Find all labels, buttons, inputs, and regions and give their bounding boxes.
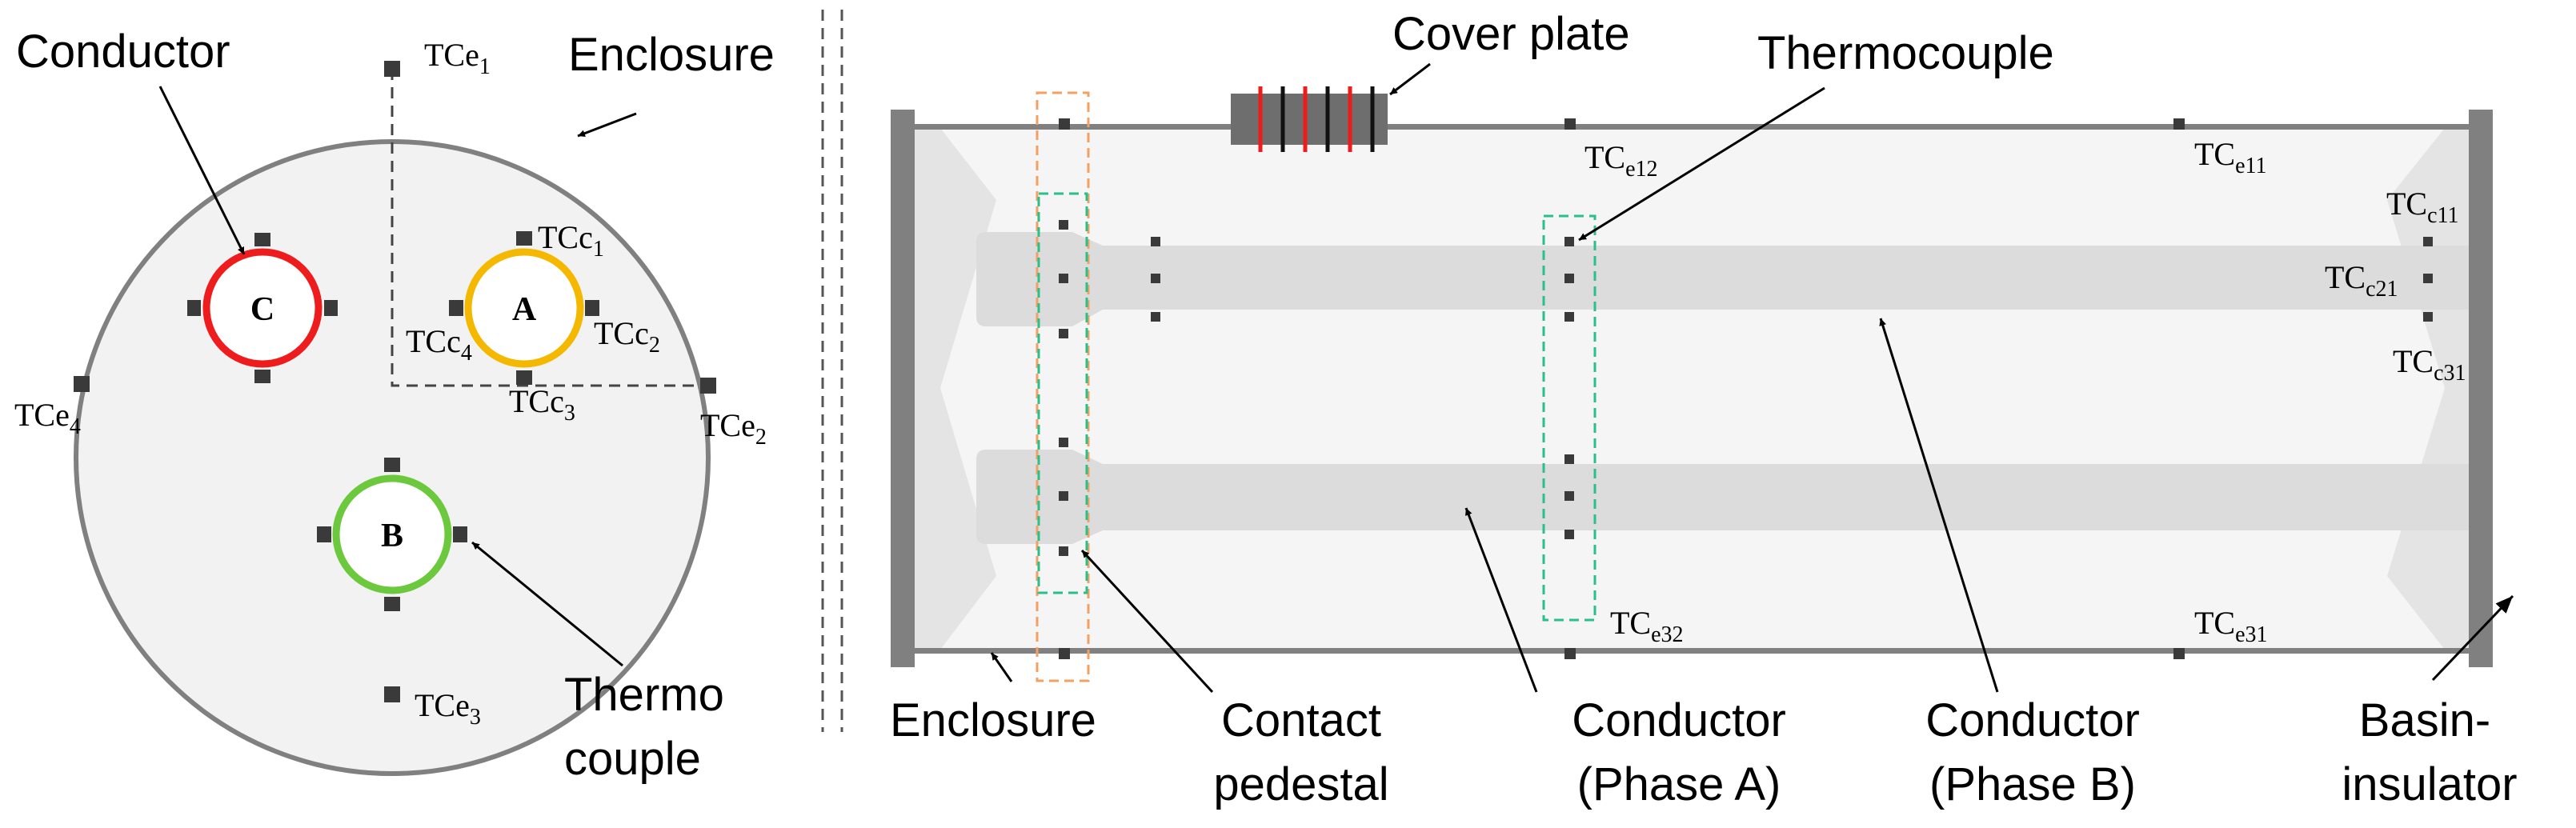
- cross-section-view: C A B Conductor Enclosure Thermo coupl: [14, 26, 775, 785]
- tce3-label: TCe3: [415, 687, 481, 730]
- cover-plate: [1231, 86, 1388, 152]
- phase-a-conductor: A: [449, 231, 599, 385]
- sensor-tcc3: [516, 370, 532, 385]
- cover-plate-arrow: [1389, 62, 1431, 96]
- tce32-label: TCe32: [1610, 605, 1684, 647]
- enclosure-interior: [902, 128, 2482, 650]
- phase-b-conductor: B: [317, 458, 467, 611]
- enclosure-arrow: [577, 112, 637, 138]
- enclosure-arrow-side: [990, 652, 1013, 682]
- tce31-label: TCe31: [2194, 605, 2268, 647]
- conductor-phase-b-arrow: [1879, 318, 1999, 693]
- conductor-phase-b-label-line1: Conductor: [1925, 694, 2140, 746]
- tcc4-label: TCc4: [406, 323, 472, 366]
- enclosure-label: Enclosure: [568, 29, 775, 81]
- sensor-tce2: [700, 378, 716, 394]
- basin-insulator-label-line2: insulator: [2342, 758, 2517, 810]
- view-separator: [821, 10, 843, 732]
- thermocouple-arrow-side: [1578, 86, 1825, 242]
- phase-a-label: A: [512, 291, 537, 328]
- tce2-label: TCe2: [700, 407, 767, 450]
- side-conductor-sensors: [1059, 220, 2433, 556]
- side-view: Cover plate Thermocouple Enclosure Conta…: [890, 8, 2518, 810]
- tcc3-label: TCc3: [509, 383, 575, 426]
- cover-plate-label: Cover plate: [1392, 8, 1630, 60]
- thermocouple-arrow: [471, 541, 623, 667]
- enclosure-label-side: Enclosure: [890, 694, 1096, 746]
- conductor-phase-a-arrow: [1464, 507, 1538, 693]
- conductor-phase-a: [976, 450, 2482, 544]
- basin-insulator-arrow: [2431, 594, 2514, 682]
- contact-pedestal-arrow: [1080, 549, 1214, 694]
- tce1-label: TCe1: [424, 37, 491, 79]
- thermocouple-label-side: Thermocouple: [1757, 27, 2054, 79]
- phase-c-conductor: C: [187, 233, 338, 383]
- conductor-phase-a-label-line2: (Phase A): [1577, 758, 1781, 810]
- basin-insulator-right-flange: [2469, 110, 2493, 667]
- thermocouple-label-line1: Thermo: [564, 669, 724, 721]
- mid-sensor-group-box: [1542, 214, 1596, 622]
- tce12-label: TCe12: [1584, 139, 1658, 182]
- sensor-tcc1: [516, 231, 532, 246]
- tcc1-label: TCc1: [538, 219, 604, 262]
- conductor-phase-b: [976, 232, 2482, 326]
- sensor-tce3: [384, 686, 400, 702]
- tcc2-label: TCc2: [594, 315, 660, 358]
- tce11-label: TCe11: [2194, 136, 2267, 178]
- enclosure-top-wall: [898, 124, 2486, 130]
- tcc11-label: TCc11: [2386, 186, 2459, 228]
- contact-pedestal-label-line2: pedestal: [1213, 758, 1388, 810]
- sensor-tcc4: [449, 300, 463, 316]
- sensor-tce4: [74, 376, 90, 392]
- conductor-phase-b-label-line2: (Phase B): [1929, 758, 2136, 810]
- tcc31-label: TCc31: [2393, 343, 2466, 386]
- sensor-tce1: [384, 61, 400, 77]
- reference-dashed-lines: [391, 69, 704, 387]
- enclosure-bottom-wall: [898, 648, 2486, 654]
- basin-insulator-label-line1: Basin-: [2359, 694, 2490, 746]
- basin-insulator-left-flange: [891, 110, 915, 667]
- conductor-arrow: [158, 86, 246, 255]
- phase-c-label: C: [250, 291, 274, 328]
- conductor-phase-a-label-line1: Conductor: [1572, 694, 1786, 746]
- sensor-tcc2: [585, 300, 599, 316]
- conductor-label: Conductor: [16, 26, 230, 78]
- tce4-label: TCe4: [14, 397, 81, 439]
- contact-pedestal-label-line1: Contact: [1221, 694, 1381, 746]
- basin-insulator-left: [902, 128, 996, 650]
- phase-b-label: B: [381, 518, 403, 554]
- tcc21-label: TCc21: [2325, 259, 2398, 302]
- side-enclosure-sensors: [1059, 118, 2185, 659]
- pedestal-sensor-group-box: [1037, 192, 1088, 594]
- thermocouple-label-line2: couple: [564, 733, 701, 785]
